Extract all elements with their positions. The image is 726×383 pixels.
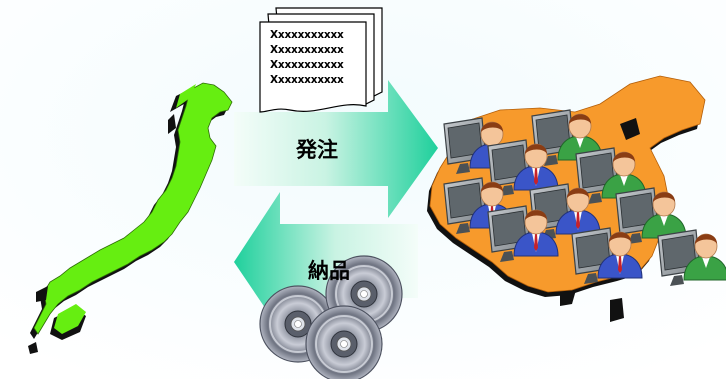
document-line: Xxxxxxxxxxx (270, 74, 344, 86)
document-line: Xxxxxxxxxxx (270, 44, 344, 56)
document-line: Xxxxxxxxxxx (270, 59, 344, 71)
document-line: Xxxxxxxxxxx (270, 29, 344, 41)
order-label: 発注 (296, 138, 338, 162)
delivery-label: 納品 (308, 259, 350, 283)
cd-disc-icon (305, 305, 383, 383)
document-stack-icon (259, 7, 383, 113)
order-arrow (234, 80, 438, 218)
japan-map (28, 82, 233, 354)
